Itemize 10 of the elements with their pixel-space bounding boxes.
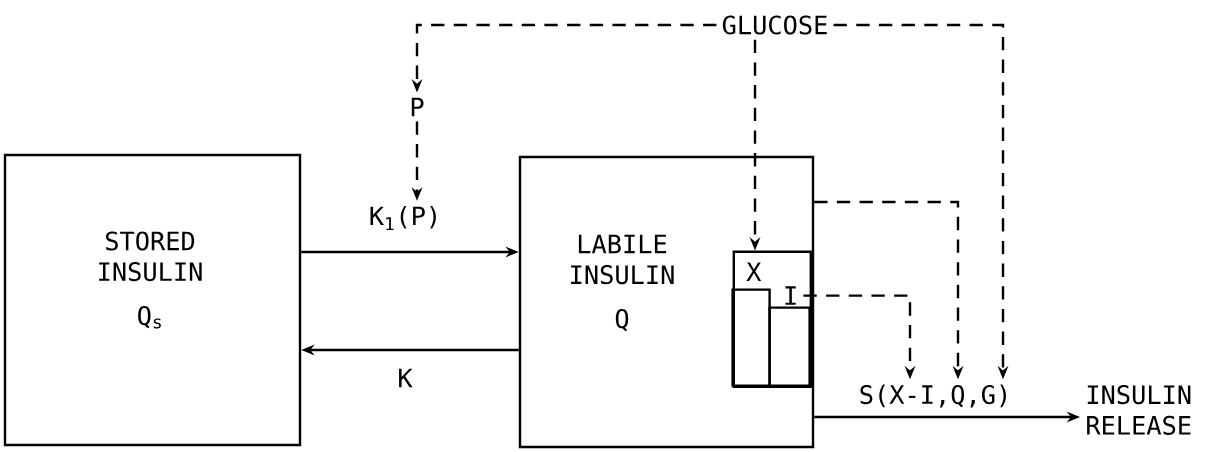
edge-label: K — [394, 366, 416, 390]
output-label: INSULIN RELEASE — [1087, 385, 1191, 435]
rate-label: K$_{1}$(P) — [370, 205, 436, 231]
compartment-box — [731, 288, 771, 387]
compartment-box: STORED INSULIN Q$_{s}$ — [3, 153, 302, 447]
variable-label: P — [411, 97, 424, 117]
function-label: S(X-I,Q,G) — [860, 384, 1006, 408]
compartment-box — [768, 306, 811, 387]
input-label: GLUCOSE — [722, 15, 827, 35]
variable-label: I — [785, 286, 796, 305]
